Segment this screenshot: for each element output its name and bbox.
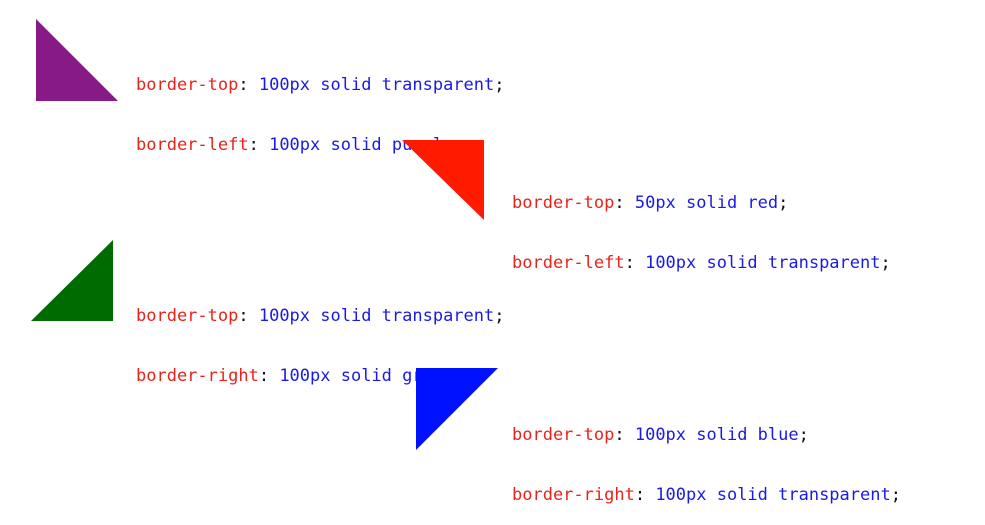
css-property: border-top: [136, 306, 239, 326]
css-code-block: border-top: 100px solid blue; border-rig…: [512, 385, 901, 525]
css-separator: :: [614, 425, 635, 445]
css-line: border-top: 100px solid transparent;: [136, 306, 505, 326]
css-property: border-right: [512, 485, 635, 505]
css-property: border-top: [512, 193, 615, 213]
css-separator: :: [238, 75, 259, 95]
red-triangle: [402, 140, 484, 220]
css-semicolon: ;: [494, 75, 505, 95]
css-value: 100px solid blue: [634, 425, 799, 445]
css-value: 100px solid transparent: [645, 253, 881, 273]
css-separator: :: [238, 306, 259, 326]
css-line: border-top: 50px solid red;: [512, 193, 891, 213]
css-separator: :: [258, 366, 280, 386]
css-separator: :: [614, 193, 635, 213]
triangle-top-left-icon: [416, 368, 498, 450]
css-value: 100px solid transparent: [655, 485, 891, 505]
css-line: border-left: 100px solid transparent;: [512, 253, 891, 273]
triangle-top-right-icon: [402, 140, 484, 220]
triangle-bottom-left-icon: [36, 19, 118, 101]
green-triangle: [31, 240, 113, 321]
css-separator: :: [248, 135, 270, 155]
css-line: border-top: 100px solid transparent;: [136, 75, 505, 95]
purple-triangle: [36, 19, 118, 101]
css-value: 100px solid transparent: [258, 306, 495, 326]
css-line: border-right: 100px solid transparent;: [512, 485, 901, 505]
css-property: border-top: [512, 425, 615, 445]
css-code-block: border-top: 50px solid red; border-left:…: [512, 153, 891, 293]
css-semicolon: ;: [798, 425, 809, 445]
css-property: border-top: [136, 75, 239, 95]
css-value: 100px solid transparent: [258, 75, 495, 95]
css-property: border-left: [512, 253, 625, 273]
blue-triangle: [416, 368, 498, 450]
css-property: border-left: [136, 135, 249, 155]
css-line: border-top: 100px solid blue;: [512, 425, 901, 445]
css-semicolon: ;: [880, 253, 891, 273]
css-semicolon: ;: [494, 306, 505, 326]
css-property: border-right: [136, 366, 259, 386]
css-value: 50px solid red: [634, 193, 779, 213]
css-semicolon: ;: [890, 485, 901, 505]
css-separator: :: [634, 485, 656, 505]
css-separator: :: [624, 253, 646, 273]
triangle-bottom-right-icon: [31, 240, 113, 321]
css-semicolon: ;: [778, 193, 789, 213]
